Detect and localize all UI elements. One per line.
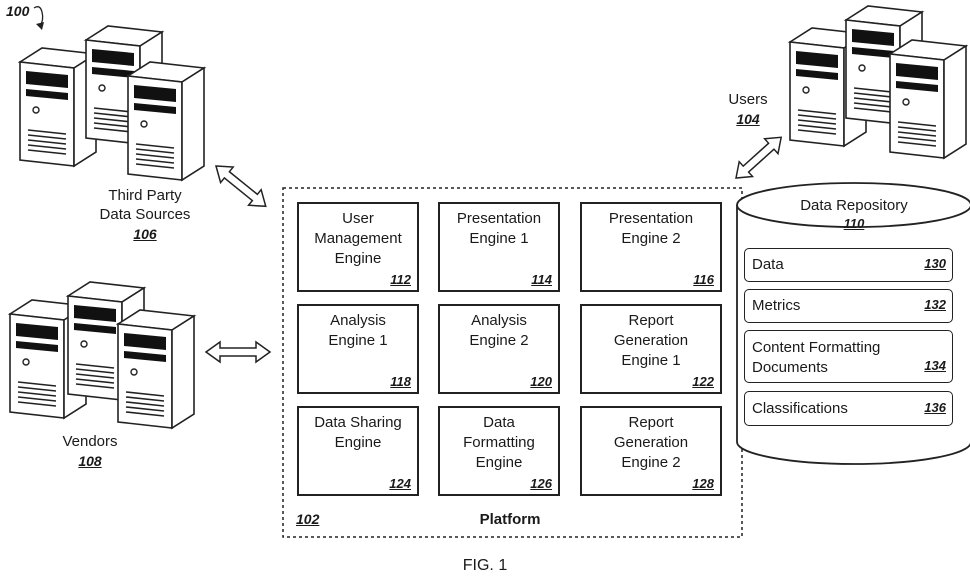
repository-item-metrics: Metrics 132 bbox=[744, 289, 953, 323]
engine-report-generation-2: Report Generation Engine 2 128 bbox=[580, 406, 722, 496]
figure-caption: FIG. 1 bbox=[462, 557, 508, 574]
ref-100-arrow bbox=[33, 6, 44, 27]
engine-presentation-1: Presentation Engine 1 114 bbox=[438, 202, 560, 292]
engine-ref: 114 bbox=[531, 272, 552, 287]
engine-presentation-2: Presentation Engine 2 116 bbox=[580, 202, 722, 292]
repository-item-name: Metrics bbox=[752, 297, 801, 314]
users-ref: 104 bbox=[736, 111, 760, 127]
user-server-3 bbox=[889, 39, 967, 159]
users-label: Users bbox=[728, 91, 768, 108]
arrow-vendors-platform bbox=[205, 341, 271, 363]
platform-boundary bbox=[282, 187, 743, 538]
repository-item-name: Classifications bbox=[752, 400, 848, 417]
engine-ref: 116 bbox=[693, 272, 714, 287]
figure-ref-100: 100 bbox=[6, 3, 30, 19]
third-party-server-3 bbox=[127, 61, 205, 181]
third-party-server-1 bbox=[19, 47, 97, 167]
arrow-third-party-platform bbox=[208, 157, 273, 215]
third-party-ref: 106 bbox=[133, 226, 157, 242]
engine-data-sharing: Data Sharing Engine 124 bbox=[297, 406, 419, 496]
engine-data-formatting: Data Formatting Engine 126 bbox=[438, 406, 560, 496]
repository-item-name: Data bbox=[752, 256, 784, 273]
repository-item-classifications: Classifications 136 bbox=[744, 391, 953, 426]
repository-item-data: Data 130 bbox=[744, 248, 953, 282]
arrow-users-repository bbox=[728, 129, 789, 187]
engine-report-generation-1: Report Generation Engine 1 122 bbox=[580, 304, 722, 394]
repository-ref: 110 bbox=[843, 216, 865, 231]
engine-ref: 122 bbox=[692, 374, 714, 389]
repository-item-ref: 130 bbox=[924, 256, 946, 271]
repository-item-ref: 134 bbox=[924, 358, 946, 373]
third-party-label-line1: Third Party bbox=[108, 187, 182, 204]
vendor-server-3 bbox=[117, 309, 195, 429]
engine-name: Presentation Engine 1 bbox=[456, 210, 542, 247]
engine-analysis-1: Analysis Engine 1 118 bbox=[297, 304, 419, 394]
engine-name: User Management Engine bbox=[314, 210, 402, 267]
engine-name: Analysis Engine 2 bbox=[469, 312, 529, 349]
platform-label: Platform bbox=[479, 511, 541, 528]
vendors-label: Vendors bbox=[62, 433, 118, 450]
engine-name: Presentation Engine 2 bbox=[608, 210, 694, 247]
engine-name: Data Formatting Engine bbox=[463, 414, 535, 471]
engine-user-management: User Management Engine 112 bbox=[297, 202, 419, 292]
third-party-label-line2: Data Sources bbox=[99, 206, 191, 223]
engine-ref: 126 bbox=[530, 476, 552, 491]
repository-label: Data Repository bbox=[800, 197, 908, 214]
repository-item-content-formatting: Content Formatting Documents 134 bbox=[744, 330, 953, 383]
engine-name: Report Generation Engine 1 bbox=[613, 312, 689, 369]
repository-item-ref: 136 bbox=[924, 400, 946, 415]
vendors-ref: 108 bbox=[78, 453, 102, 469]
engine-name: Report Generation Engine 2 bbox=[613, 414, 689, 471]
engine-ref: 124 bbox=[389, 476, 411, 491]
engine-ref: 120 bbox=[530, 374, 552, 389]
engine-name: Data Sharing Engine bbox=[314, 414, 402, 451]
engine-ref: 118 bbox=[390, 374, 411, 389]
engine-analysis-2: Analysis Engine 2 120 bbox=[438, 304, 560, 394]
repository-item-name: Content Formatting Documents bbox=[752, 339, 881, 376]
platform-ref: 102 bbox=[296, 511, 320, 527]
engine-ref: 112 bbox=[390, 272, 411, 287]
repository-item-ref: 132 bbox=[924, 297, 946, 312]
engine-ref: 128 bbox=[692, 476, 714, 491]
engine-name: Analysis Engine 1 bbox=[328, 312, 388, 349]
